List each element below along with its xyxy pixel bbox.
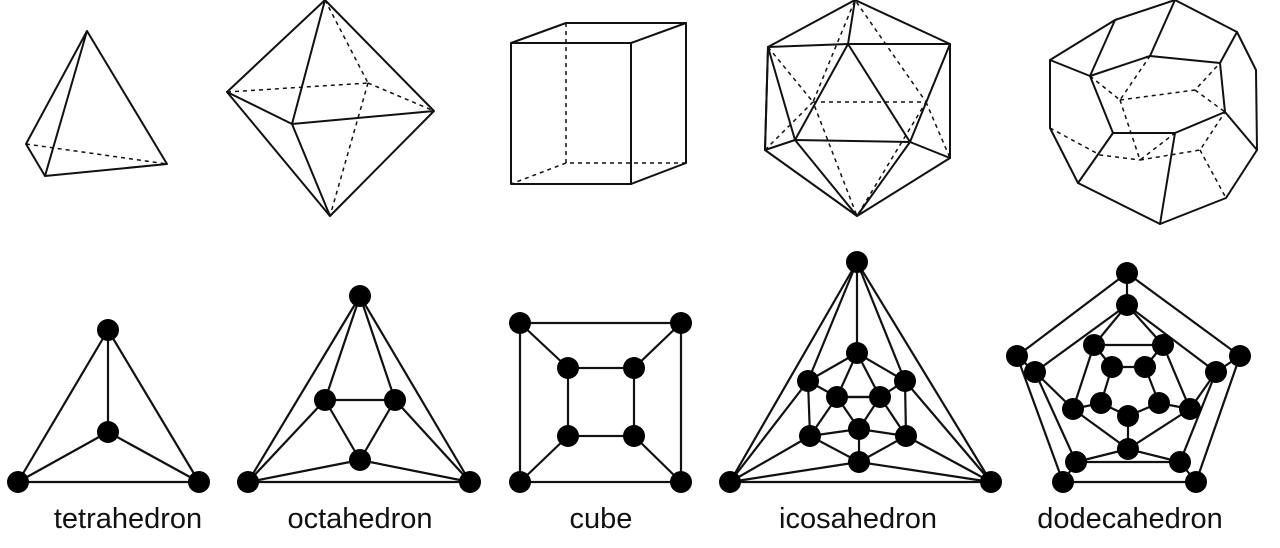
- dodecahedron-label: dodecahedron: [1037, 503, 1223, 535]
- octahedron-graph: [237, 285, 481, 493]
- cube-graph: [509, 312, 692, 493]
- octahedron-vertices: [237, 285, 481, 493]
- octahedron-solid: [226, 0, 435, 217]
- cube-label: cube: [569, 503, 633, 535]
- icosahedron-vertices: [719, 251, 1002, 493]
- tetrahedron-solid: [25, 30, 168, 177]
- cube-solid: [510, 22, 687, 185]
- cube-vertices: [509, 312, 692, 493]
- dodecahedron-graph: [1006, 262, 1251, 493]
- icosahedron-graph: [719, 251, 1002, 493]
- icosahedron-label: icosahedron: [779, 503, 937, 535]
- tetrahedron-label: tetrahedron: [53, 503, 203, 535]
- tetrahedron-graph: [7, 319, 210, 493]
- dodecahedron-vertices: [1006, 262, 1251, 493]
- tetrahedron-vertices: [7, 319, 210, 493]
- octahedron-label: octahedron: [287, 503, 433, 535]
- dodecahedron-solid: [1049, 0, 1258, 225]
- icosahedron-solid: [764, 0, 951, 218]
